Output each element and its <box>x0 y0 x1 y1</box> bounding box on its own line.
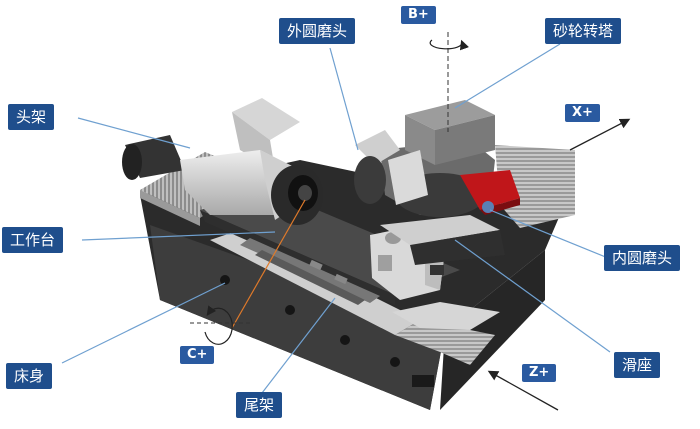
leader-outer-grinding-head <box>329 47 359 151</box>
axis-indicators <box>190 32 631 411</box>
axis-label-b: B+ <box>401 6 436 24</box>
headstock <box>122 98 323 225</box>
leader-slide <box>454 239 611 353</box>
leader-inner-grinding-head <box>489 209 609 259</box>
label-headstock: 头架 <box>8 104 55 130</box>
right-bellows-cover <box>495 145 575 228</box>
label-outer-grinding-head: 外圆磨头 <box>279 18 356 44</box>
axis-label-x: X+ <box>565 104 600 122</box>
label-inner-grinding-head: 内圆磨头 <box>604 245 681 271</box>
slide <box>380 215 505 265</box>
leader-bed <box>61 282 226 364</box>
leader-headstock <box>77 117 191 149</box>
label-bed: 床身 <box>6 363 53 389</box>
leader-worktable <box>81 231 276 241</box>
leader-wheel-turret <box>454 43 561 109</box>
axis-label-z: Z+ <box>522 364 557 382</box>
leader-lines <box>61 43 611 394</box>
label-wheel-turret: 砂轮转塔 <box>545 18 622 44</box>
wheel-turret <box>354 100 520 217</box>
axis-label-c: C+ <box>180 346 215 364</box>
label-slide: 滑座 <box>614 352 661 378</box>
leader-tailstock <box>261 297 336 394</box>
label-worktable: 工作台 <box>2 227 64 253</box>
label-tailstock: 尾架 <box>236 392 283 418</box>
